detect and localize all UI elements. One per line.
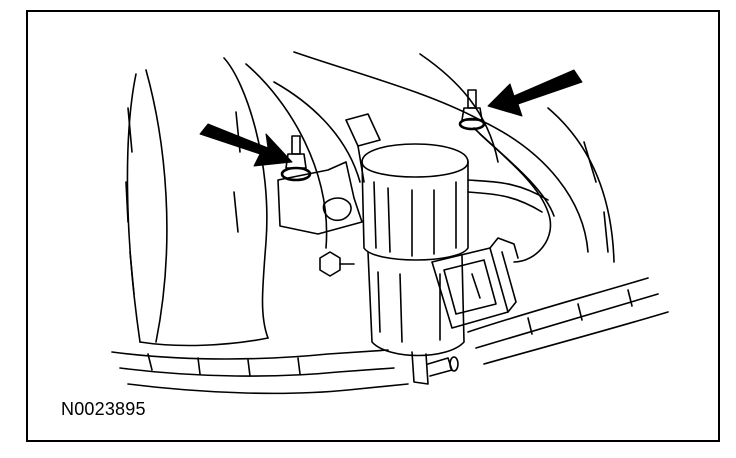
nut-left — [319, 251, 355, 277]
wiring-harness — [473, 127, 555, 263]
arrow-pointer-left — [199, 123, 293, 167]
vacuum-solenoid — [361, 143, 549, 357]
figure-reference-code: N0023895 — [61, 399, 146, 419]
stud-right — [458, 89, 486, 131]
intake-runner-left — [125, 69, 269, 347]
stud-left — [280, 135, 312, 182]
electrical-connector — [431, 237, 519, 329]
intake-runner-right — [293, 51, 615, 263]
engine-illustration — [111, 51, 669, 395]
intake-runner-middle — [223, 57, 361, 339]
mounting-bracket — [277, 113, 381, 235]
figure-frame: N0023895 — [26, 10, 720, 442]
manifold-flange — [111, 277, 669, 395]
vacuum-ports — [411, 351, 459, 385]
arrow-pointer-right — [487, 69, 583, 117]
